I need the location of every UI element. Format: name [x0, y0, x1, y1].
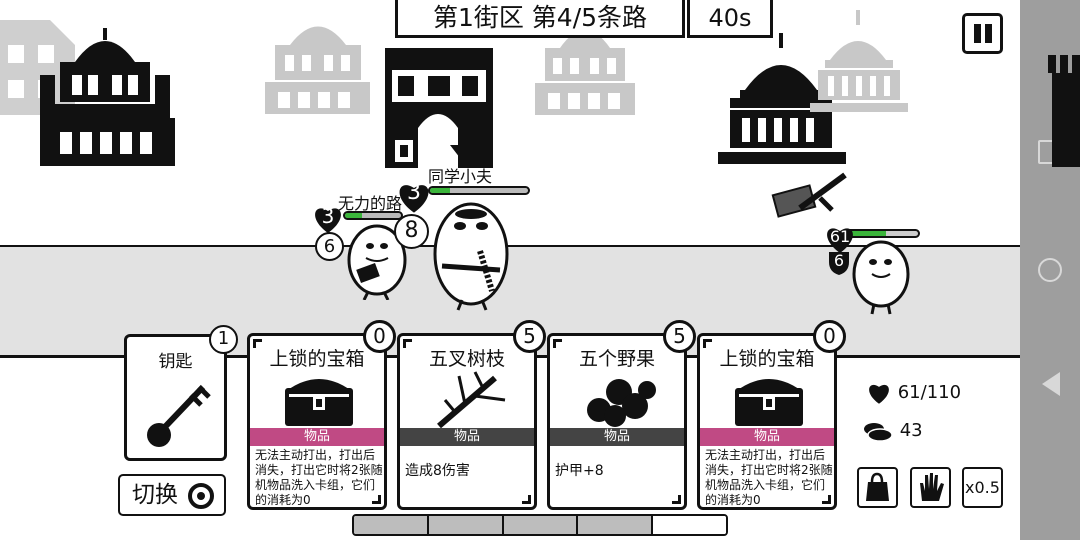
sword-icon: [771, 172, 847, 218]
enemy-sprite-big[interactable]: [430, 196, 512, 311]
key-count: 1: [209, 325, 238, 354]
card-title: 上锁的宝箱: [269, 348, 365, 370]
switch-button[interactable]: 切换: [118, 474, 226, 516]
card-corner: [672, 495, 681, 504]
turn-timer: 40s: [687, 0, 773, 38]
card-title: 上锁的宝箱: [719, 348, 815, 370]
enemy-sprite-small[interactable]: [342, 218, 412, 300]
cathedral-silhouette: [40, 28, 175, 166]
key-card-title: 钥匙: [158, 352, 193, 372]
tower-icon: [1048, 55, 1080, 167]
arch-silhouette: [385, 48, 493, 168]
bag-icon: [866, 472, 889, 501]
player-armor-value: 6: [833, 251, 845, 270]
enemy-armor-heart-icon: 3: [395, 178, 433, 216]
branch-icon: [425, 370, 513, 429]
card-title: 五叉树枝: [428, 348, 505, 370]
card-type: 物品: [700, 428, 834, 446]
enemy-armor-heart-icon: 3: [311, 202, 345, 236]
coins-icon: [864, 423, 893, 442]
enemy-hp-fill: [430, 188, 450, 193]
enemy-armor-value: 3: [321, 204, 335, 228]
back-icon[interactable]: [1042, 372, 1060, 396]
deck-segment: [428, 516, 504, 534]
hand-card[interactable]: 上锁的宝箱物品无法主动打出，打出后消失，打出它时将2张随机物品洗入卡组，它们的消…: [247, 320, 396, 510]
card-corner: [553, 339, 562, 348]
berries-icon: [575, 370, 663, 428]
house-silhouette: [0, 20, 75, 115]
hand-card[interactable]: 五叉树枝物品造成8伤害 5: [397, 320, 546, 510]
home-icon[interactable]: [1038, 258, 1062, 282]
card-corner: [403, 339, 412, 348]
card-description: 无法主动打出，打出后消失，打出它时将2张随机物品洗入卡组，它们的消耗为0: [255, 448, 383, 507]
hand-button[interactable]: [910, 467, 951, 508]
player-shield-icon: 6: [827, 250, 851, 276]
capitol-silhouette: [718, 33, 846, 164]
card-type: 物品: [250, 428, 384, 446]
deck-segment: [503, 516, 579, 534]
card-cost: 5: [663, 320, 696, 353]
card-cost: 5: [513, 320, 546, 353]
speed-button[interactable]: x0.5: [962, 467, 1003, 508]
card-title: 五个野果: [578, 348, 655, 370]
player-hp-total: 61/110: [897, 382, 962, 403]
player-hp-value: 61: [829, 227, 851, 246]
hand-icon: [920, 473, 944, 501]
enemy-name: 同学小夫: [428, 167, 493, 186]
pause-button[interactable]: [962, 13, 1003, 54]
card-cost: 0: [363, 320, 396, 353]
cathedral-silhouette-faded: [535, 30, 635, 115]
hand-card[interactable]: 五个野果物品护甲+8 5: [547, 320, 696, 510]
enemy-attack-value[interactable]: 8: [394, 214, 429, 249]
player-hp-stat: 61/110: [866, 380, 961, 406]
deck-segment: [578, 516, 654, 534]
card-cost: 0: [813, 320, 846, 353]
switch-button-label: 切换: [132, 482, 178, 508]
city-skyline: [0, 10, 908, 168]
key-card[interactable]: 钥匙 1: [124, 325, 238, 461]
chest-icon: [725, 370, 813, 428]
bag-button[interactable]: [857, 467, 898, 508]
card-description: 护甲+8: [555, 463, 604, 479]
deck-progress-bar: [352, 514, 728, 536]
card-description: 无法主动打出，打出后消失，打出它时将2张随机物品洗入卡组，它们的消耗为0: [705, 448, 833, 507]
coin-count: 43: [899, 420, 923, 441]
player-hp-fill: [847, 231, 887, 236]
player-sprite[interactable]: [850, 238, 912, 316]
deck-segment: [653, 516, 726, 534]
cathedral-silhouette-faded: [265, 26, 370, 114]
coin-stat: 43: [862, 419, 923, 443]
switch-icon: [188, 483, 214, 509]
card-type: 物品: [550, 428, 684, 446]
heart-icon: [869, 384, 889, 404]
enemy-attack-value[interactable]: 6: [315, 232, 344, 261]
card-corner: [703, 339, 712, 348]
card-corner: [372, 495, 381, 504]
card-corner: [522, 495, 531, 504]
card-corner: [822, 495, 831, 504]
card-description: 造成8伤害: [405, 463, 470, 479]
card-corner: [253, 339, 262, 348]
deck-segment: [354, 516, 429, 534]
player-heart-icon: 61: [823, 222, 857, 256]
hand-card[interactable]: 上锁的宝箱物品无法主动打出，打出后消失，打出它时将2张随机物品洗入卡组，它们的消…: [697, 320, 846, 510]
level-title: 第1街区 第4/5条路: [395, 0, 685, 38]
enemy-armor-value: 3: [407, 180, 421, 205]
capitol-silhouette-faded: [810, 10, 908, 112]
enemy-hp-fill: [345, 213, 362, 218]
enemy-name: 无力的路: [338, 194, 403, 213]
card-type: 物品: [400, 428, 534, 446]
enemy-hp-bar: [428, 186, 530, 195]
key-icon: [147, 384, 211, 447]
chest-icon: [275, 370, 363, 428]
